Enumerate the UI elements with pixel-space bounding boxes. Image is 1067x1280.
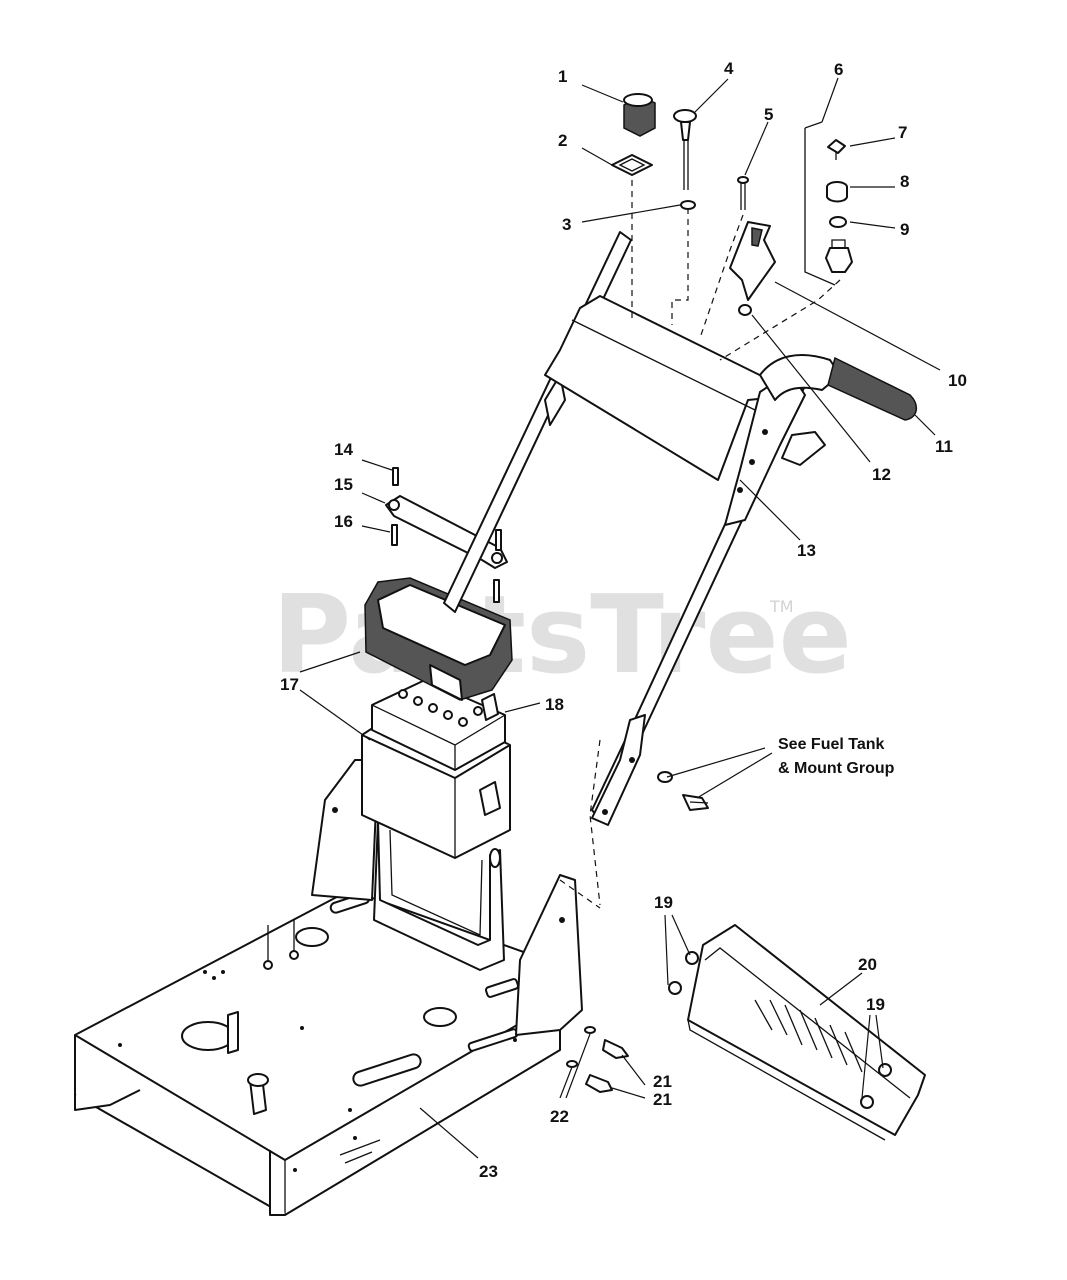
callout-22: 22 — [550, 1107, 569, 1126]
callout-3: 3 — [562, 215, 571, 234]
control-components — [611, 93, 853, 316]
callout-labels: 1 2 3 4 5 6 7 8 9 10 11 12 13 14 15 16 1… — [280, 59, 967, 1181]
battery-cover — [364, 577, 513, 701]
callout-11: 11 — [935, 437, 953, 456]
battery — [361, 679, 511, 859]
callout-2: 2 — [558, 131, 567, 150]
callout-21-b: 21 — [653, 1090, 672, 1109]
callout-21: 21 — [653, 1072, 672, 1091]
fuel-tank-note: See Fuel Tank & Mount Group — [778, 736, 895, 777]
watermark-text: PartsTree — [272, 573, 852, 698]
callout-16: 16 — [334, 512, 353, 531]
callout-23: 23 — [479, 1162, 498, 1181]
callout-19: 19 — [654, 893, 673, 912]
callout-8: 8 — [900, 172, 909, 191]
leader-lines — [299, 77, 941, 1159]
callout-17: 17 — [280, 675, 299, 694]
callout-18: 18 — [545, 695, 564, 714]
handle-grip — [759, 354, 917, 421]
callout-5: 5 — [764, 105, 773, 124]
note-line-2: & Mount Group — [778, 760, 895, 777]
callout-1: 1 — [558, 67, 567, 86]
callout-14: 14 — [334, 440, 353, 459]
footplate — [668, 924, 926, 1141]
watermark: PartsTree TM — [272, 573, 852, 698]
callout-9: 9 — [900, 220, 909, 239]
callout-20: 20 — [858, 955, 877, 974]
assembly-lines — [559, 180, 841, 909]
battery-bracket — [373, 819, 505, 971]
bolts-washers — [566, 1026, 629, 1093]
watermark-trademark: TM — [769, 597, 794, 616]
callout-19-b: 19 — [866, 995, 885, 1014]
callout-7: 7 — [898, 123, 907, 142]
callout-15: 15 — [334, 475, 353, 494]
handle-frame — [443, 231, 826, 826]
fuel-tank-mount-hardware — [657, 771, 709, 811]
callout-10: 10 — [948, 371, 967, 390]
callout-12: 12 — [872, 465, 891, 484]
callout-4: 4 — [724, 59, 734, 78]
note-line-1: See Fuel Tank — [778, 736, 885, 753]
callout-13: 13 — [797, 541, 816, 560]
callout-6: 6 — [834, 60, 843, 79]
